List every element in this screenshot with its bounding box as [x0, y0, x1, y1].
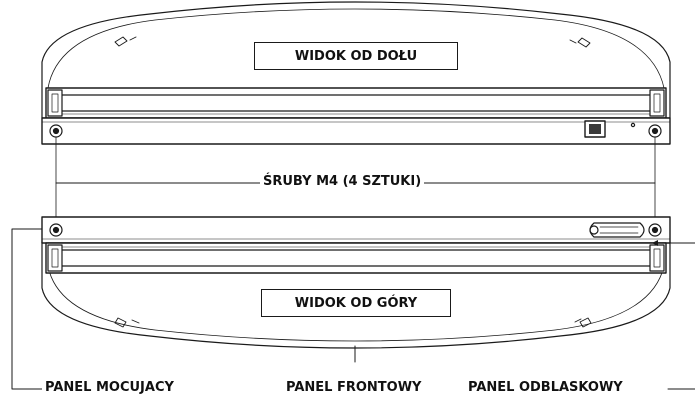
bottom-view-clip-right — [569, 37, 591, 48]
top-view-mounting-plate — [41, 216, 671, 244]
top-view-drawing — [41, 216, 671, 349]
top-view-screw-right — [648, 223, 662, 237]
front-panel-label: PANEL FRONTOWY — [283, 380, 425, 395]
bottom-view-drawing — [41, 1, 671, 145]
top-view-screw-left — [49, 223, 63, 237]
bottom-view-label: WIDOK OD DOŁU — [254, 42, 458, 70]
mounting-panel-label: PANEL MOCUJACY — [42, 380, 177, 395]
top-view-body-inner-curve — [47, 265, 665, 342]
top-view-socket-left — [47, 244, 63, 272]
reflective-panel-arrow — [652, 240, 658, 246]
bottom-view-rail — [45, 87, 667, 119]
top-view-label: WIDOK OD GÓRY — [261, 289, 451, 317]
mounting-panel-leader — [11, 228, 45, 390]
bottom-view-mounting-plate — [41, 117, 671, 145]
screws-label: ŚRUBY M4 (4 SZTUKI) — [260, 174, 425, 189]
reflective-panel-label: PANEL ODBLASKOWY — [465, 380, 626, 395]
top-view-rail — [45, 242, 667, 274]
top-view-clip-right — [574, 317, 592, 328]
top-view-clip-left — [114, 317, 140, 328]
bottom-view-body-inner-curve — [47, 8, 665, 89]
bottom-view-socket-left — [47, 89, 63, 117]
bottom-view-socket-right — [649, 89, 665, 117]
bottom-view-clip-left — [114, 36, 137, 47]
